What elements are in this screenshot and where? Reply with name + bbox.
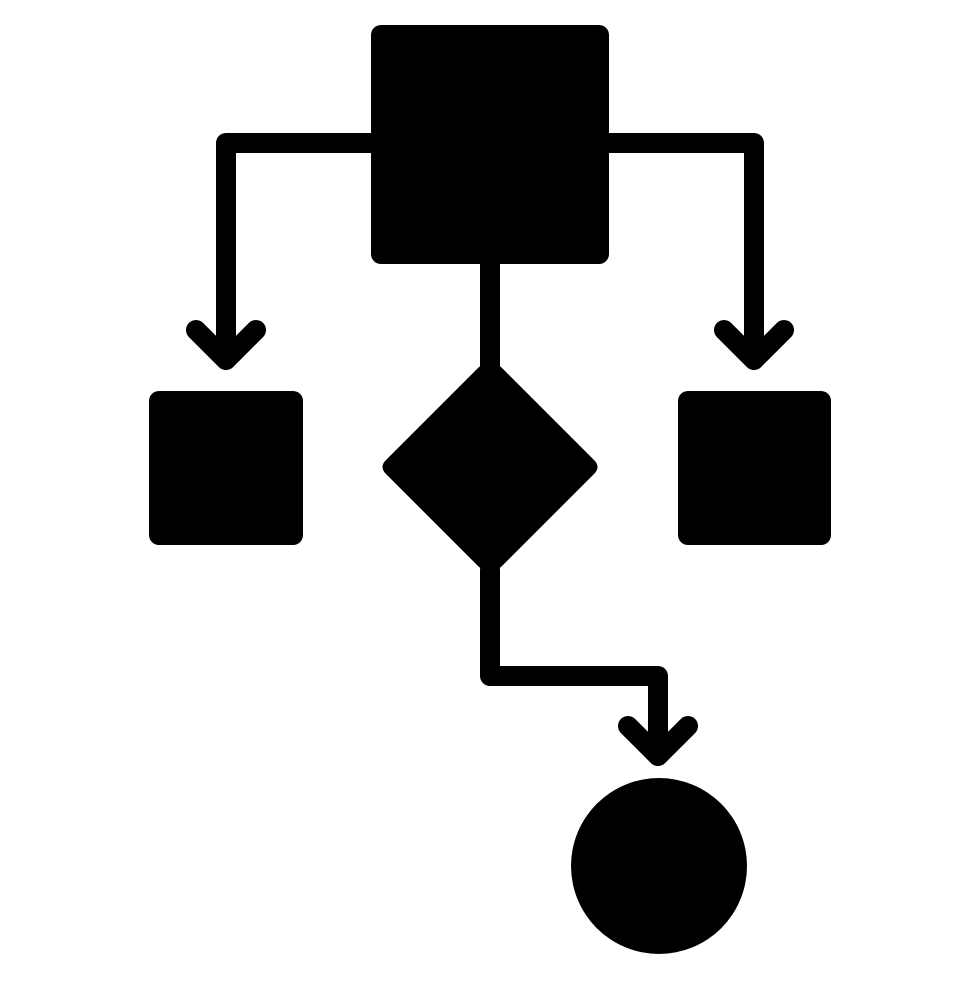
connector-top-to-right (598, 133, 764, 365)
left-process-box (149, 391, 303, 545)
right-process-box (678, 391, 831, 545)
arrowhead-bottom (618, 716, 698, 766)
arrowhead-right (714, 320, 794, 370)
top-process-box (371, 25, 609, 264)
decision-diamond (382, 362, 598, 572)
arrowhead-left (186, 320, 266, 370)
connector-top-to-left (216, 133, 382, 365)
connector-decision-to-terminal (480, 560, 668, 762)
terminal-circle (571, 778, 747, 954)
